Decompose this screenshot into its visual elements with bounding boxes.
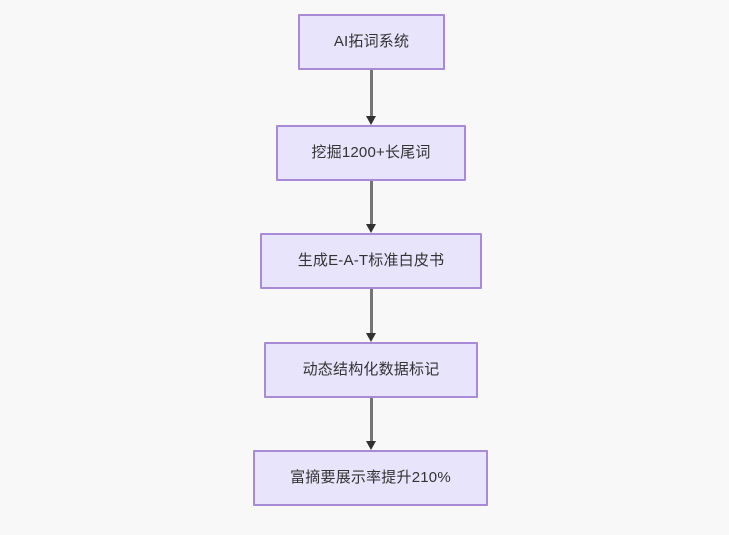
arrow-head-icon — [366, 116, 376, 125]
edge-line — [369, 289, 373, 334]
node-label: 富摘要展示率提升210% — [290, 469, 451, 486]
edge-line — [369, 70, 373, 117]
edge-line — [369, 181, 373, 225]
node-label: AI拓词系统 — [333, 33, 410, 50]
arrow-head-icon — [366, 441, 376, 450]
node-label: 生成E-A-T标准白皮书 — [297, 252, 445, 269]
flowchart-node-dynamic-structured-data-markup[interactable]: 动态结构化数据标记 — [264, 342, 478, 398]
flowchart-node-rich-snippet-impression-uplift[interactable]: 富摘要展示率提升210% — [253, 450, 488, 506]
flowchart-node-ai-keyword-system[interactable]: AI拓词系统 — [298, 14, 445, 70]
node-label: 挖掘1200+长尾词 — [311, 144, 431, 161]
arrow-head-icon — [366, 333, 376, 342]
flowchart-node-mine-longtail-keywords[interactable]: 挖掘1200+长尾词 — [276, 125, 466, 181]
arrow-head-icon — [366, 224, 376, 233]
node-label: 动态结构化数据标记 — [302, 361, 440, 378]
edge-line — [369, 398, 373, 442]
flowchart-node-generate-eat-whitepaper[interactable]: 生成E-A-T标准白皮书 — [260, 233, 482, 289]
